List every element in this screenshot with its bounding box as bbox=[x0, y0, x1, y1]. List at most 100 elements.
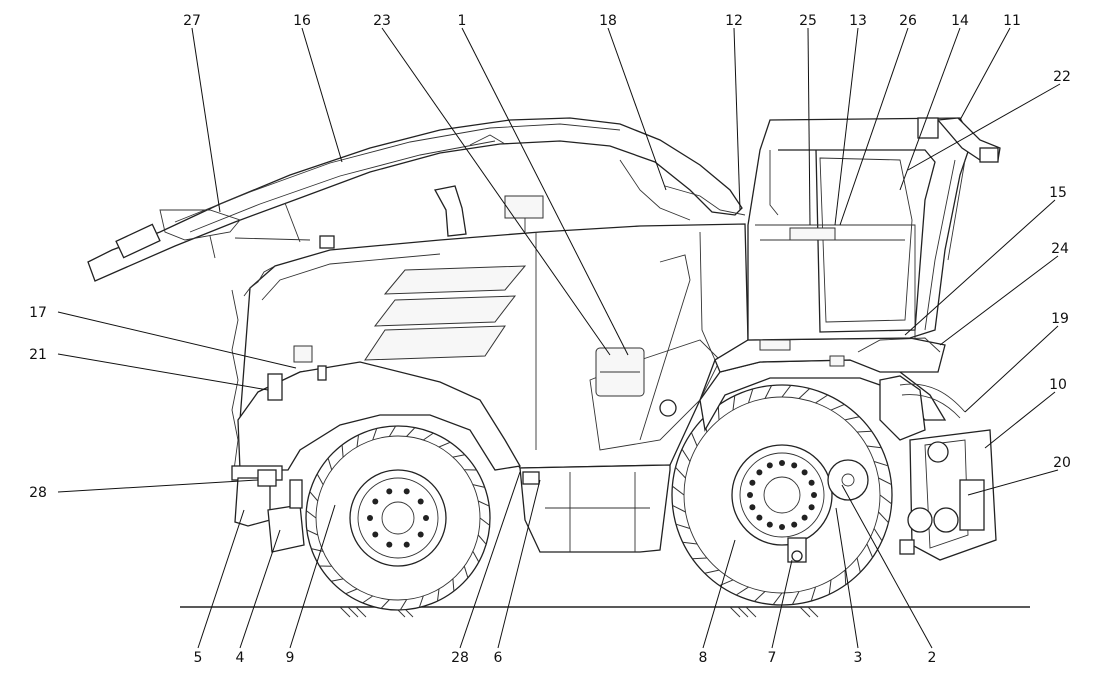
wheel-bolt bbox=[766, 462, 773, 469]
callout-label: 12 bbox=[725, 13, 743, 29]
tread-lug bbox=[672, 504, 686, 513]
callout-label: 1 bbox=[458, 13, 467, 29]
tread-lug bbox=[477, 534, 487, 545]
tread-lug bbox=[380, 599, 390, 609]
tread-lug bbox=[372, 428, 378, 441]
tread-lug bbox=[866, 445, 882, 449]
leader-lines bbox=[57, 27, 1061, 649]
tread-lug bbox=[798, 388, 811, 399]
tread-lug bbox=[406, 427, 416, 437]
tread-lug bbox=[331, 578, 344, 582]
tread-lug bbox=[309, 491, 319, 502]
wheel-bolt bbox=[801, 469, 808, 476]
tread-lug bbox=[732, 395, 736, 411]
callout-label: 11 bbox=[1003, 13, 1021, 29]
callout-label: 26 bbox=[899, 13, 917, 29]
tread-lug bbox=[477, 500, 490, 507]
callout-label: 16 bbox=[293, 13, 311, 29]
discharge-spout bbox=[87, 117, 746, 282]
tread-lug bbox=[830, 403, 845, 411]
tread-lug bbox=[452, 454, 465, 458]
wheel-bolt bbox=[417, 531, 424, 538]
cab bbox=[747, 117, 1001, 351]
tread-lug bbox=[791, 591, 800, 605]
wheel-bolt bbox=[423, 515, 429, 521]
tread-lug bbox=[479, 517, 491, 526]
tread-lug bbox=[423, 432, 434, 441]
callout-label: 23 bbox=[373, 13, 391, 29]
tread-lug bbox=[878, 511, 889, 524]
tread-lug bbox=[856, 557, 861, 573]
callout-label: 19 bbox=[1051, 311, 1069, 327]
tread-lug bbox=[316, 473, 324, 485]
tread-lug bbox=[681, 448, 691, 462]
ground-line bbox=[180, 606, 1030, 618]
wheel-bolt bbox=[766, 521, 773, 528]
tread-lug bbox=[692, 557, 707, 560]
callout-label: 14 bbox=[951, 13, 969, 29]
wheel-bolt bbox=[779, 524, 785, 530]
tread-lug bbox=[399, 599, 408, 611]
tread-lug bbox=[306, 529, 319, 536]
callout-label: 15 bbox=[1049, 185, 1067, 201]
callout-label: 13 bbox=[849, 13, 867, 29]
tread-lug bbox=[388, 425, 397, 437]
wheel-bolt bbox=[756, 469, 763, 476]
wheel-bolt bbox=[747, 492, 753, 498]
tread-lug bbox=[311, 548, 324, 552]
callout-label: 20 bbox=[1053, 455, 1071, 471]
tread-lug bbox=[362, 595, 373, 604]
tread-lug bbox=[472, 484, 485, 488]
tread-lug bbox=[879, 494, 892, 505]
tread-lug bbox=[682, 541, 698, 545]
tread-lug bbox=[672, 485, 685, 496]
tread-lug bbox=[675, 523, 691, 529]
callout-labels: 27 16 23 1 18 12 25 13 26 14 11 22 15 24… bbox=[29, 13, 1071, 666]
wheel-bolt bbox=[367, 515, 373, 521]
wheel-bolt bbox=[417, 498, 424, 505]
callout-label: 8 bbox=[699, 650, 708, 666]
callout-label: 18 bbox=[599, 13, 617, 29]
callout-label: 28 bbox=[29, 485, 47, 501]
front-fender bbox=[231, 265, 522, 471]
callout-label: 9 bbox=[286, 650, 295, 666]
tread-lug bbox=[866, 543, 874, 558]
wheel-bolt bbox=[386, 488, 393, 495]
callout-label: 6 bbox=[494, 650, 503, 666]
tread-lug bbox=[873, 528, 883, 542]
tread-lug bbox=[690, 432, 698, 447]
tread-lug bbox=[675, 466, 686, 479]
wheel-bolt bbox=[403, 541, 410, 548]
wheel-bolt bbox=[749, 479, 756, 486]
tread-lug bbox=[857, 430, 872, 433]
tread-lug bbox=[418, 595, 424, 608]
tread-lug bbox=[753, 591, 766, 602]
tread-lug bbox=[828, 579, 832, 595]
wheel-bolt bbox=[811, 492, 817, 498]
tread-lug bbox=[878, 477, 892, 486]
wheel-bolt bbox=[808, 479, 815, 486]
callout-label: 2 bbox=[928, 650, 937, 666]
tread-lug bbox=[735, 586, 749, 596]
tread-lug bbox=[844, 416, 860, 421]
tread-lug bbox=[452, 578, 455, 592]
wheel-bolt bbox=[749, 504, 756, 511]
callout-label: 27 bbox=[183, 13, 201, 29]
tread-lug bbox=[472, 551, 480, 563]
wheel-bolt bbox=[403, 488, 410, 495]
callout-label: 28 bbox=[451, 650, 469, 666]
tread-lug bbox=[463, 566, 469, 579]
tread-lug bbox=[305, 510, 317, 519]
tread-lug bbox=[748, 388, 754, 404]
wheel-bolt bbox=[808, 504, 815, 511]
wheel-bolt bbox=[801, 514, 808, 521]
callout-label: 3 bbox=[854, 650, 863, 666]
tread-lug bbox=[815, 394, 829, 404]
tread-lug bbox=[844, 570, 847, 585]
callout-label: 21 bbox=[29, 347, 47, 363]
callout-label: 24 bbox=[1051, 241, 1069, 257]
tread-lug bbox=[772, 592, 783, 605]
wheel-bolt bbox=[779, 460, 785, 466]
callout-label: 22 bbox=[1053, 69, 1071, 85]
